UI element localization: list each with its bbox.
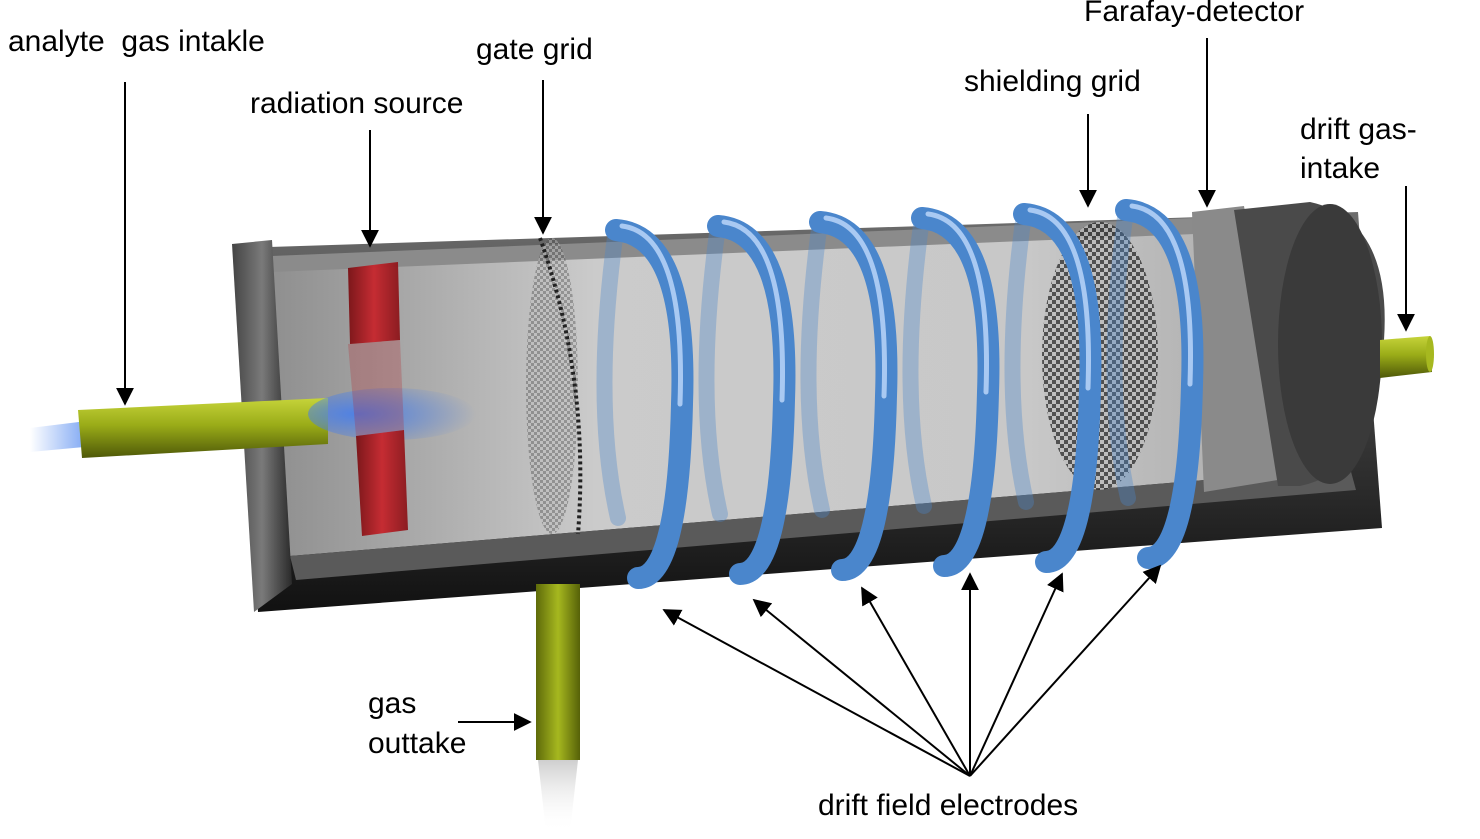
arrow-electrode-5 [969,572,1064,777]
electrode-ring-back [902,210,932,514]
gate-grid [526,237,583,535]
arrow-electrode-6 [969,564,1162,777]
right-end-cap [1234,202,1385,486]
label-drift-gas-intake-line2: intake [1300,152,1381,185]
electrode-ring-highlight [619,223,683,407]
electrode-ring-back [596,222,626,526]
pointer-arrows [116,38,1415,777]
electrode-ring-highlight [1027,207,1091,391]
drift-field-electrodes [596,199,1204,589]
arrow-electrode-1 [662,609,971,777]
analyte-gas-flow [30,420,95,452]
label-drift-gas-intake-line1: drift gas- [1300,113,1417,146]
label-gate-grid: gate grid [476,33,593,66]
label-drift-field-electrodes: drift field electrodes [818,789,1079,822]
electrode-ring-highlight [823,215,887,399]
arrow-electrode-3 [861,586,971,777]
electrode-ring-back [1004,206,1034,510]
analyte-gas-intake-pipe [78,398,328,458]
label-gas-outtake-line2: outtake [368,727,467,760]
label-faraday-detector: Farafay-detector [1084,0,1305,28]
electrode-ring-back [1106,202,1136,506]
electrode-ring-highlight [721,219,785,403]
ionization-plume [308,388,476,440]
electrode-ring-highlight [925,211,989,395]
gas-outtake-pipe [536,584,580,832]
label-radiation-source: radiation source [250,87,464,120]
electrode-ring-back [698,218,728,522]
radiation-source [348,262,408,536]
label-gas-outtake-line1: gas [368,687,417,720]
label-analyte-gas-intake: analyte gas intakle [8,25,265,58]
electrode-ring-highlight [1129,203,1193,387]
arrow-electrode-2 [752,598,971,777]
electrode-ring-back [800,214,830,518]
label-shielding-grid: shielding grid [964,65,1141,98]
drift-gas-intake-pipe [1380,336,1434,378]
